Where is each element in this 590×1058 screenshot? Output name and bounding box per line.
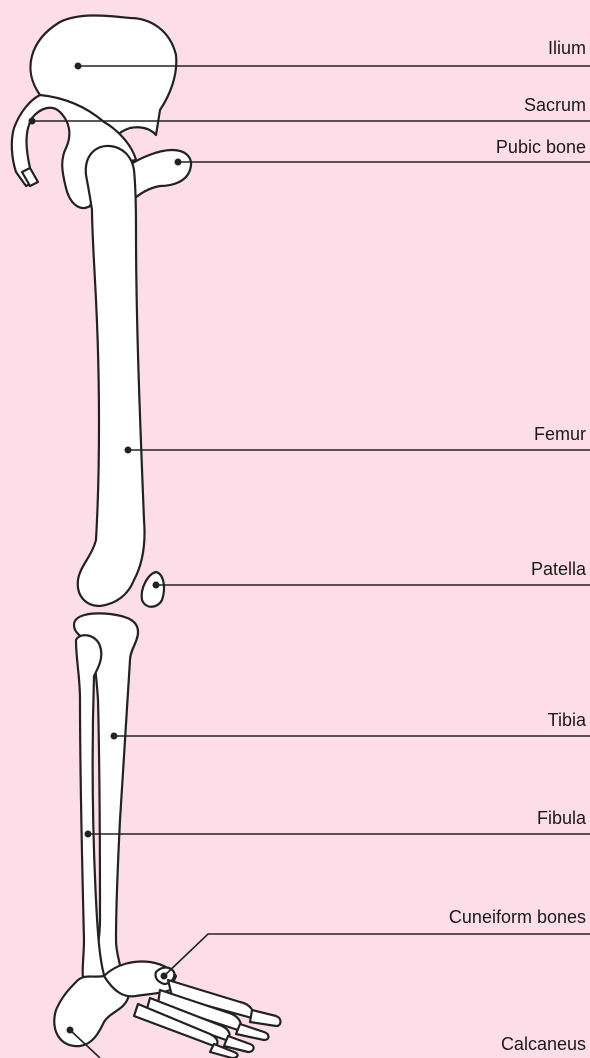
patella-bone: [142, 572, 164, 607]
ilium-dot: [75, 63, 82, 70]
pubic-bone: [127, 150, 191, 200]
fibula-dot: [85, 831, 92, 838]
label-pubic-bone: Pubic bone: [496, 137, 586, 158]
sacrum-dot: [29, 118, 36, 125]
label-calcaneus: Calcaneus: [501, 1034, 586, 1055]
label-cuneiform-bones: Cuneiform bones: [449, 907, 586, 928]
femur-bone: [78, 146, 145, 606]
label-ilium: Ilium: [548, 38, 586, 59]
label-patella: Patella: [531, 559, 586, 580]
label-femur: Femur: [534, 424, 586, 445]
cuneiform-leader: [164, 934, 590, 976]
pubic-bone-dot: [175, 159, 182, 166]
femur-dot: [125, 447, 132, 454]
label-tibia: Tibia: [548, 710, 586, 731]
label-sacrum: Sacrum: [524, 95, 586, 116]
calcaneus-dot: [67, 1027, 74, 1034]
cuneiform-dot: [161, 973, 168, 980]
label-fibula: Fibula: [537, 808, 586, 829]
tibia-dot: [111, 733, 118, 740]
patella-dot: [153, 582, 160, 589]
